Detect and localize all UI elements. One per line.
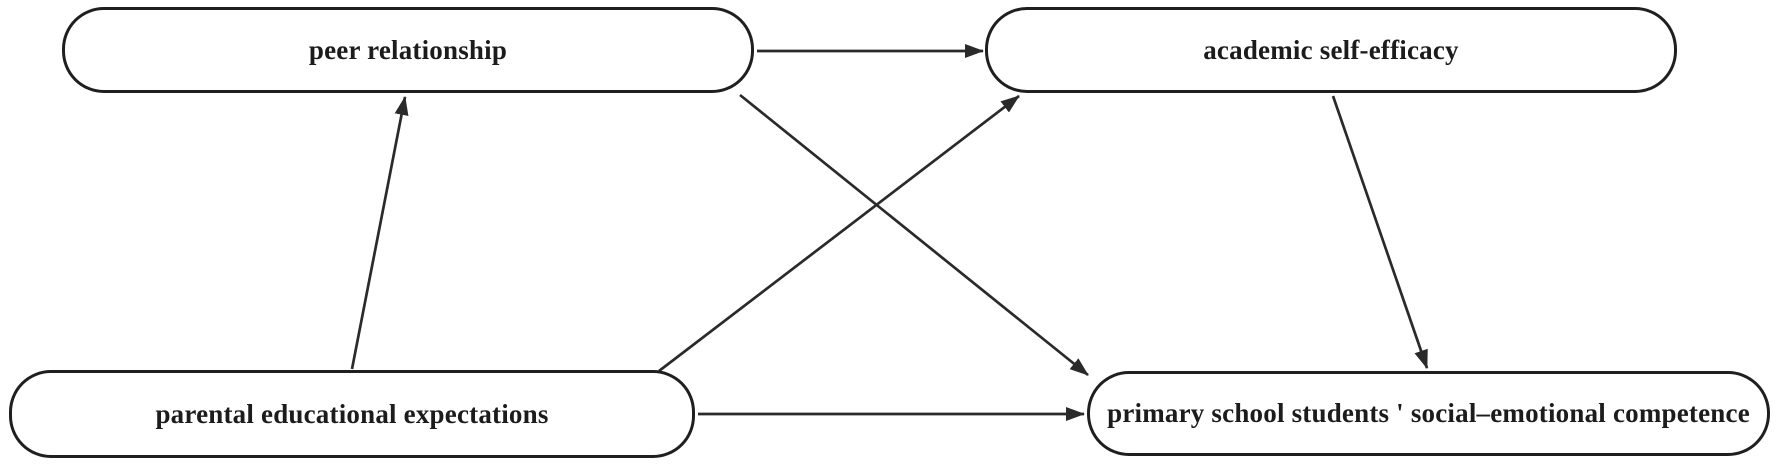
- arrow-parental-to-academic: [658, 94, 1020, 373]
- node-social-emotional-competence-label: primary school students ' social–emotion…: [1107, 398, 1750, 428]
- node-parental-educational-expectations-label: parental educational expectations: [155, 398, 549, 429]
- arrow-peer-to-sec: [739, 93, 1089, 377]
- node-social-emotional-competence: primary school students ' social–emotion…: [1087, 371, 1770, 456]
- arrow-parental-to-peer: [350, 96, 409, 370]
- node-academic-self-efficacy: academic self-efficacy: [985, 7, 1677, 93]
- node-parental-educational-expectations: parental educational expectations: [9, 370, 695, 458]
- node-peer-relationship-label: peer relationship: [308, 34, 508, 65]
- node-peer-relationship: peer relationship: [62, 7, 754, 93]
- node-academic-self-efficacy-label: academic self-efficacy: [1203, 34, 1459, 65]
- arrow-academic-to-sec: [1331, 95, 1429, 369]
